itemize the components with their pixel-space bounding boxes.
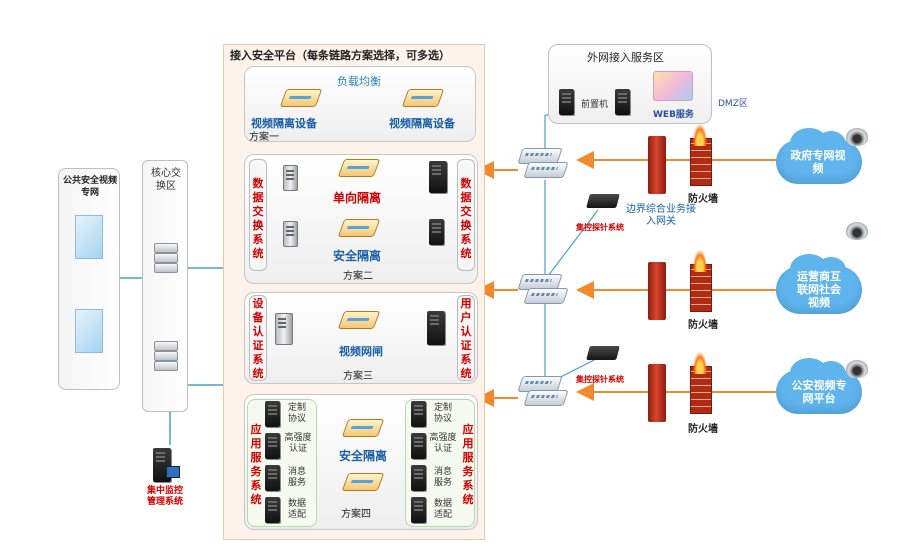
- plan2-outer-server-top-icon: [429, 161, 447, 193]
- gov-camera-icon: [846, 128, 868, 146]
- plan4-secure-device-bottom-icon: [341, 473, 385, 491]
- plan1-device-left: 视频隔离设备: [251, 117, 317, 130]
- edge-switch-top-icon-2: [523, 162, 569, 178]
- web-service-icon: [653, 71, 693, 101]
- plan4-box: 应用服务系统 应用服务系统 定制协议 高强度认证 消息服务 数据适配 定制协议 …: [244, 394, 478, 530]
- firewall-bottom-pillar: [648, 364, 666, 422]
- plan2-side-left: [249, 159, 267, 271]
- plan3-side-left-text: 设备认证系统: [252, 297, 264, 380]
- operator-network-cloud: 运营商互联网社会视频: [776, 254, 862, 314]
- web-service-label: WEB服务: [653, 110, 694, 120]
- audit-probe-icon: [586, 346, 620, 360]
- plan4-right-server-2-icon: [411, 433, 426, 459]
- plan2-secure-device-icon: [337, 219, 381, 237]
- plan2-side-left-text: 数据交换系统: [252, 177, 264, 260]
- isolation-device-right-icon: [401, 89, 445, 107]
- plan4-side-left-text: 应用服务系统: [250, 423, 262, 506]
- plan2-side-right-text: 数据交换系统: [460, 177, 472, 260]
- plan4-right-server-3-icon: [411, 465, 426, 491]
- firewall-top-label: 防火墙: [688, 194, 718, 205]
- video-wall-panel-bottom: [75, 309, 103, 353]
- front-server-label: 前置机: [581, 100, 609, 110]
- public-network-title: 公共安全视频专网: [63, 176, 118, 198]
- police-network-label: 公安视频专网平台: [791, 379, 847, 405]
- edge-switch-mid-icon-2: [523, 288, 569, 304]
- plan4-left-server-1-icon: [265, 401, 280, 427]
- firewall-mid-flame-icon: [693, 250, 707, 272]
- plan2-inner-server-top-icon: [283, 165, 298, 191]
- plan3-inner-server-icon: [275, 313, 293, 345]
- plan4-right-server-4-icon: [411, 497, 426, 523]
- gov-network-cloud: 政府专网视频: [776, 128, 862, 184]
- plan3-side-right-text: 用户认证系统: [460, 297, 472, 380]
- edge-gateway-icon: [586, 194, 620, 208]
- plan2-oneway-label: 单向隔离: [333, 191, 382, 205]
- load-balance-label: 负载均衡: [337, 75, 381, 88]
- video-wall-panel-top: [75, 215, 103, 259]
- plan3-gate-device-icon: [337, 311, 381, 329]
- plan4-right-item-3: 消息服务: [433, 467, 452, 488]
- plan4-left-server-4-icon: [265, 497, 280, 523]
- mgmt-system-label: 集中监控管理系统: [146, 486, 183, 507]
- edge-switch-bottom-icon-2: [523, 390, 569, 406]
- plan4-right-item-1: 定制协议: [433, 403, 452, 424]
- plan4-secure-device-top-icon: [341, 419, 385, 437]
- plan4-left-server-3-icon: [265, 465, 280, 491]
- plan1-device-right: 视频隔离设备: [389, 117, 455, 130]
- plan3-label: 方案三: [343, 371, 373, 382]
- plan2-label: 方案二: [343, 271, 373, 282]
- audit-system-label-2: 集控探针系统: [576, 375, 624, 384]
- firewall-mid-pillar: [648, 262, 666, 320]
- firewall-bottom-label: 防火墙: [688, 424, 718, 435]
- firewall-bottom-flame-icon: [693, 352, 707, 374]
- firewall-top-flame-icon: [693, 124, 707, 146]
- plan4-left-item-3: 消息服务: [287, 467, 306, 488]
- public-security-network-zone: 公共安全视频专网: [58, 168, 120, 390]
- plan4-label: 方案四: [341, 509, 371, 520]
- plan3-box: 设备认证系统 用户认证系统 视频网闸 方案三: [244, 292, 478, 384]
- plan4-left-item-1: 定制协议: [287, 403, 306, 424]
- plan1-box: 负载均衡 视频隔离设备 视频隔离设备 方案一: [244, 66, 476, 143]
- plan4-right-item-4: 数据适配: [433, 499, 452, 520]
- operator-camera-icon: [846, 222, 868, 240]
- plan4-right-item-2: 高强度认证: [429, 433, 457, 454]
- platform-title: 接入安全平台（每条链路方案选择，可多选）: [230, 49, 450, 62]
- dmz-title: 外网接入服务区: [587, 51, 664, 64]
- gov-network-label: 政府专网视频: [790, 149, 846, 175]
- plan4-left-group: [247, 399, 317, 527]
- front-server-icon-2: [615, 89, 630, 115]
- plan3-outer-server-icon: [427, 311, 445, 345]
- police-network-cloud: 公安视频专网平台: [776, 358, 862, 414]
- plan4-left-item-4: 数据适配: [287, 499, 306, 520]
- plan3-side-right: [457, 295, 475, 381]
- audit-system-label-1: 集控探针系统: [576, 223, 624, 232]
- plan4-secure-label: 安全隔离: [339, 449, 388, 463]
- plan1-label: 方案一: [249, 132, 279, 143]
- core-switch-zone: 核心交换区: [142, 160, 188, 412]
- plan3-gate-label: 视频网闸: [339, 345, 383, 358]
- isolation-device-left-icon: [279, 89, 323, 107]
- plan2-side-right: [457, 159, 475, 271]
- firewall-mid-label: 防火墙: [688, 320, 718, 331]
- dmz-zone: 外网接入服务区 前置机 WEB服务: [548, 44, 712, 124]
- plan4-right-server-1-icon: [411, 401, 426, 427]
- plan2-outer-server-bottom-icon: [429, 219, 444, 245]
- plan2-inner-server-bottom-icon: [283, 221, 298, 247]
- core-switch-title: 核心交换区: [151, 168, 181, 192]
- plan2-secure-label: 安全隔离: [333, 249, 382, 263]
- monitor-screen-icon: [166, 466, 180, 478]
- front-server-icon-1: [559, 89, 574, 115]
- plan3-side-left: [249, 295, 267, 381]
- dmz-zone-label: DMZ区: [718, 99, 748, 109]
- plan4-left-item-2: 高强度认证: [284, 433, 312, 454]
- plan4-side-right-text: 应用服务系统: [462, 423, 474, 506]
- plan4-left-server-2-icon: [265, 433, 280, 459]
- operator-network-label: 运营商互联网社会视频: [797, 270, 841, 309]
- firewall-top-pillar: [648, 136, 666, 194]
- edge-gateway-label: 边界综合业务接入网关: [626, 204, 696, 227]
- plan2-box: 数据交换系统 数据交换系统 单向隔离 安全隔离 方案二: [244, 154, 478, 284]
- plan2-oneway-device-icon: [337, 159, 381, 177]
- police-camera-icon: [846, 360, 868, 378]
